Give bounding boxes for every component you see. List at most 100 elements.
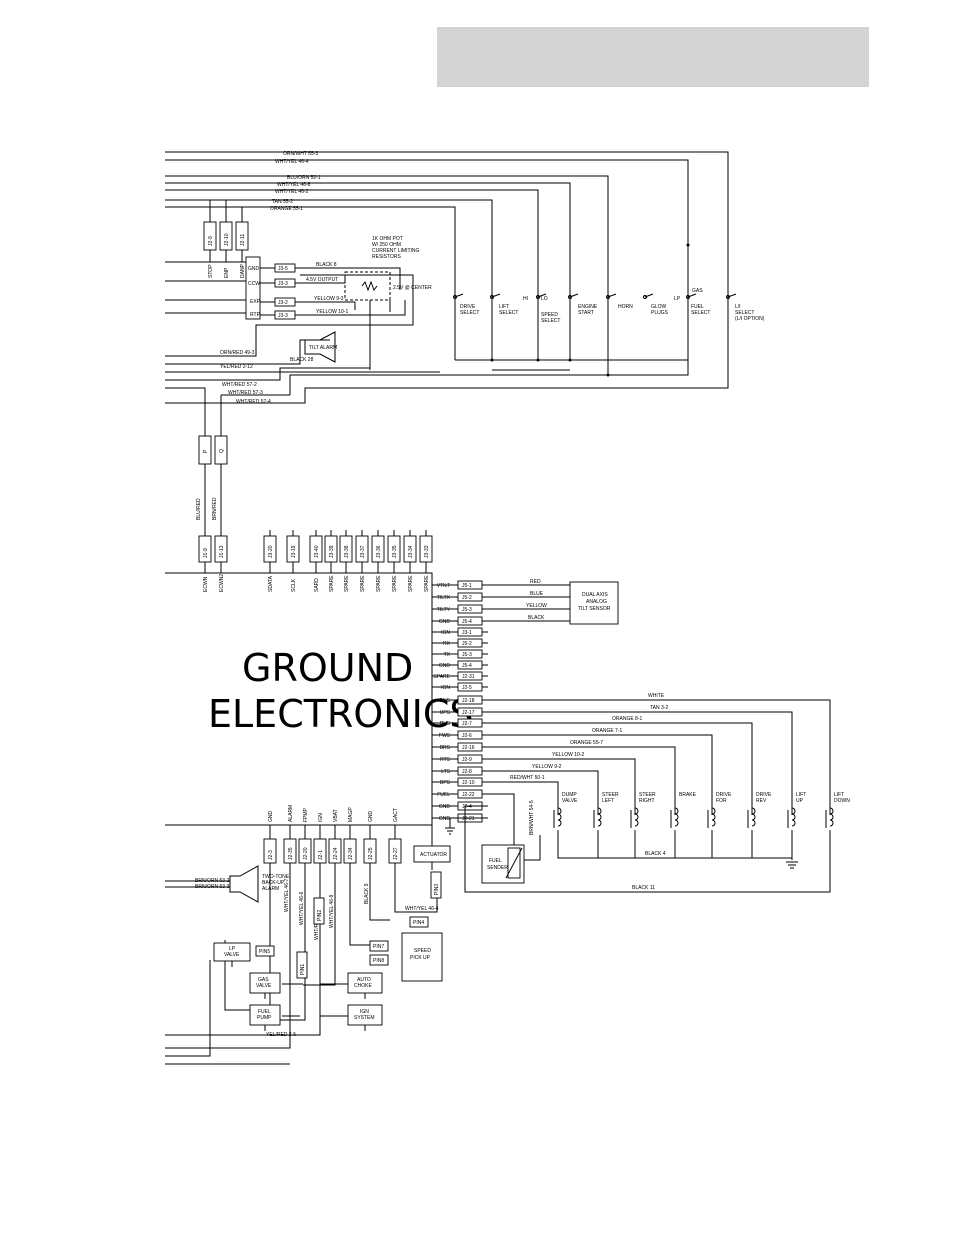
box-top-connectors [198, 530, 433, 573]
pot-pin-label: GND [248, 266, 260, 272]
switch-label: SELECT [499, 310, 518, 316]
switch-label: DRIVE [460, 304, 476, 310]
right-connector-box [457, 592, 483, 602]
box-top-pin: SPARE [424, 575, 430, 592]
bottom-pin-label: FPMP [303, 807, 309, 822]
switch-label: LIFT [499, 304, 509, 310]
switch-row [453, 243, 737, 377]
switch-mark: LO [541, 296, 548, 302]
horn-wire-label: BRN/ORN 53-3 [195, 884, 230, 890]
output-wire-label: TAN 3-2 [650, 705, 668, 711]
right-connector-box [457, 627, 483, 637]
top-pin-label: ENP [224, 267, 230, 278]
bottom-pin-label: IGN [318, 813, 324, 822]
tilt-alarm [304, 331, 336, 363]
box-top-pin: ECWN2 [219, 574, 225, 592]
pot-connector-label: J3-5 [278, 266, 288, 272]
right-connector-box [457, 730, 483, 740]
small-pin-label: PIN3 [434, 884, 440, 895]
bottom-conn-label: J2-27 [393, 847, 399, 860]
solenoid-coil [825, 807, 834, 828]
small-pin-connectors [255, 871, 442, 979]
bottom-conn-label: J2-24 [333, 847, 339, 860]
pot-pin-label: EXP [250, 299, 261, 305]
top-connector-label: J2-11 [240, 234, 246, 246]
pot-wire-label: BLACK 8 [316, 262, 337, 268]
solenoid-label: STEER [639, 792, 656, 798]
right-connector-label: J2-5 [462, 685, 472, 691]
bottom-conn-label: J2-3 [268, 850, 274, 860]
right-connector-box [457, 660, 483, 670]
fuel-sender-label: SENDER [487, 865, 508, 871]
black-wire-label: BLACK 4 [645, 851, 666, 857]
right-pin-label: LTS [441, 769, 450, 775]
horn-label: BACK-UP [262, 880, 285, 886]
output-wire-label: ORANGE 7-1 [592, 728, 623, 734]
right-pin-label: SPARE [433, 674, 450, 680]
right-connector-box [457, 789, 483, 799]
solenoid-coil [553, 807, 562, 828]
solenoid-label: LIFT [834, 792, 844, 798]
right-connector-box [457, 682, 483, 692]
component-label: SYSTEM [354, 1015, 375, 1021]
right-connector-box [457, 754, 483, 764]
right-connector-label: J2-4 [462, 804, 472, 810]
box-top-pin: SPARE [344, 575, 350, 592]
output-wire-label: ORANGE 8-1 [612, 716, 643, 722]
bottom-conn-label: J2-35 [288, 847, 294, 860]
side-connector-label: P [203, 449, 209, 453]
pot-note: W/ 250 OHM [372, 242, 401, 248]
component-boxes [213, 942, 383, 1031]
right-connector-label: J5-4 [462, 619, 472, 625]
top-wire-label: ORN/WHT 55-3 [283, 151, 318, 157]
bottom-pin-label: GND [268, 811, 274, 823]
right-connector-label: J5-2 [462, 595, 472, 601]
box-top-pin: SPARE [376, 575, 382, 592]
right-pin-label: DPS [440, 780, 451, 786]
right-pin-label: GND [439, 619, 451, 625]
switch-label: PLUGS [651, 310, 669, 316]
right-connector-box [457, 638, 483, 648]
solenoid-label: BRAKE [679, 792, 697, 798]
bottom-conn-label: J2-20 [303, 847, 309, 860]
solenoid-coil [670, 807, 679, 828]
side-connector-label: Q [219, 449, 225, 453]
switch-mark: LP [674, 296, 681, 302]
right-connector-box [457, 695, 483, 705]
right-pin-label: DNS [439, 698, 450, 704]
right-connector-label: J2-22 [462, 792, 475, 798]
right-connector-label: J2-6 [462, 733, 472, 739]
switch-label: (L/I OPTION) [735, 316, 765, 322]
pot-pin-label: RTP [250, 312, 261, 318]
right-pin-label: IGN [441, 630, 450, 636]
right-pin-label: GND [439, 804, 451, 810]
switch-mark: GAS [692, 288, 703, 294]
bottom-conn-label: J2-25 [368, 847, 374, 860]
top-wire-label: TAN 55-2 [272, 199, 293, 205]
solenoid-label: VALVE [562, 798, 578, 804]
bottom-wire-label: YEL/RED 2-5 [266, 1032, 296, 1038]
solenoid-label: DRIVE [716, 792, 732, 798]
box-top-conn: J3-37 [360, 545, 366, 558]
top-wire-label: WHT/YEL 46-2 [275, 189, 309, 195]
solenoid-label: REV [756, 798, 767, 804]
pot-connector-label: J3-2 [278, 300, 288, 306]
top-wire-label: BLU/ORN 52-1 [287, 175, 321, 181]
box-top-conn: J3-36 [376, 545, 382, 558]
black-wire-label: BLACK 11 [632, 885, 655, 891]
output-wire-label: YELLOW 9-2 [532, 764, 562, 770]
top-wire-bus [165, 151, 729, 420]
top-wire-label: ORANGE 55-1 [270, 206, 303, 212]
bottom-pin-label: GACT [393, 808, 399, 822]
switch-label: GLOW [651, 304, 667, 310]
bottom-wire-label: WHT/YEL 46-6 [299, 891, 305, 925]
switch-label: FUEL [691, 304, 704, 310]
right-pin-label: BRS [440, 745, 451, 751]
box-top-pin: SPARE [392, 575, 398, 592]
right-connector-box [457, 707, 483, 717]
box-top-conn: J3-33 [424, 545, 430, 558]
title-line1: GROUND [242, 646, 413, 690]
pot-note: RESISTORS [372, 254, 401, 260]
